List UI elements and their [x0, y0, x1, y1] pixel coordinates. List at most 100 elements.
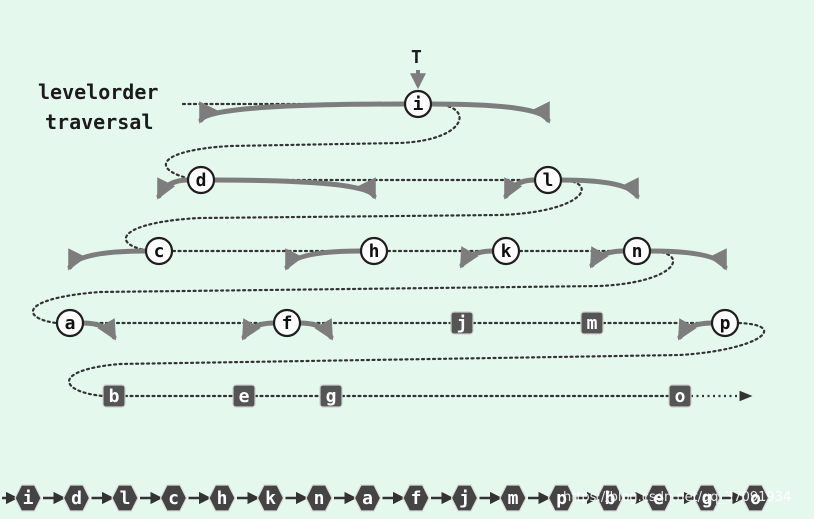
tree-nodes: i d l c h k n a f j m p b e g o — [55, 89, 740, 408]
root-pointer-label: T — [411, 47, 422, 68]
seq-hex-c — [159, 484, 188, 512]
node-h-circle — [359, 236, 389, 266]
node-d-circle — [186, 165, 216, 195]
seq-hex-n — [305, 484, 333, 512]
node-m: m — [580, 311, 604, 335]
node-b: b — [102, 384, 126, 408]
node-m-label: m — [587, 313, 598, 334]
seq-hex-d — [62, 484, 91, 512]
node-e-label: e — [239, 386, 250, 407]
node-j-label: j — [457, 313, 468, 334]
seq-label-h: h — [217, 488, 228, 509]
node-a: a — [55, 308, 85, 338]
node-k: k — [491, 236, 521, 266]
seq-label-n: n — [314, 488, 325, 509]
seq-label-k: k — [265, 488, 276, 509]
traversal-title-line-2: traversal — [45, 110, 154, 134]
edge-f-g — [297, 318, 334, 341]
seq-label-j: j — [459, 488, 470, 509]
node-j-square — [450, 311, 474, 335]
node-i-label: i — [413, 94, 424, 115]
node-n: n — [622, 236, 652, 266]
node-b-label: b — [109, 386, 120, 407]
node-f-label: f — [282, 313, 293, 334]
seq-item-p: p — [547, 484, 576, 512]
node-c: c — [144, 236, 174, 266]
node-g-label: g — [326, 386, 337, 407]
edge-d-h — [211, 177, 377, 200]
node-o-square — [668, 384, 692, 408]
node-j: j — [450, 311, 474, 335]
edge-l-n — [558, 177, 640, 200]
node-c-circle — [144, 236, 174, 266]
seq-label-d: d — [71, 488, 82, 509]
node-i: i — [403, 89, 433, 119]
node-p-label: p — [720, 313, 731, 334]
edge-c-a — [67, 248, 149, 271]
seq-item-m: m — [499, 484, 527, 512]
edge-a-b — [80, 318, 117, 341]
seq-hex-i — [14, 484, 42, 512]
seq-label-b: b — [605, 488, 616, 509]
node-o-label: o — [675, 386, 686, 407]
seq-hex-l — [111, 484, 139, 512]
seq-item-k: k — [256, 484, 285, 512]
edge-n-p — [647, 248, 728, 271]
seq-item-h: h — [208, 484, 236, 512]
seq-label-i: i — [23, 488, 34, 509]
seq-item-b: b — [596, 484, 624, 512]
node-o: o — [668, 384, 692, 408]
edge-i-l — [428, 101, 551, 124]
node-h-label: h — [369, 241, 380, 262]
seq-hex-f — [402, 484, 430, 512]
seq-hex-o — [741, 484, 770, 512]
node-a-label: a — [65, 313, 76, 334]
seq-hex-k — [256, 484, 285, 512]
edge-d-c — [156, 177, 191, 200]
node-n-label: n — [632, 241, 643, 262]
seq-item-e: e — [644, 484, 673, 512]
seq-item-i: i — [14, 484, 42, 512]
node-m-square — [580, 311, 604, 335]
seq-hex-h — [208, 484, 236, 512]
seq-hex-a — [353, 484, 382, 512]
seq-hex-j — [450, 484, 479, 512]
edge-k-j — [459, 246, 496, 269]
node-e-square — [232, 384, 256, 408]
traversal-title-line-1: levelorder — [38, 80, 159, 104]
node-p-circle — [710, 308, 740, 338]
seq-item-a: a — [353, 484, 382, 512]
tree-edges — [67, 101, 728, 341]
seq-label-c: c — [168, 488, 179, 509]
node-g-square — [319, 384, 343, 408]
edge-f-e — [241, 318, 277, 341]
node-k-label: k — [501, 241, 512, 262]
seq-hex-g — [693, 484, 721, 512]
edge-p-o — [677, 318, 715, 341]
edge-i-d — [198, 101, 408, 124]
seq-label-l: l — [120, 488, 131, 509]
seq-label-p: p — [556, 488, 567, 509]
seq-label-a: a — [362, 488, 373, 509]
seq-hex-b — [596, 484, 624, 512]
seq-item-f: f — [402, 484, 430, 512]
seq-label-o: o — [750, 488, 761, 509]
seq-label-m: m — [508, 488, 519, 509]
node-b-square — [102, 384, 126, 408]
node-f-circle — [272, 308, 302, 338]
seq-item-c: c — [159, 484, 188, 512]
watermark: https://blog.csdn.net/qq_37091934 — [563, 490, 792, 505]
seq-hex-m — [499, 484, 527, 512]
node-h: h — [359, 236, 389, 266]
node-p: p — [710, 308, 740, 338]
node-l: l — [533, 165, 563, 195]
node-l-label: l — [543, 170, 554, 191]
node-l-circle — [533, 165, 563, 195]
node-d: d — [186, 165, 216, 195]
node-e: e — [232, 384, 256, 408]
seq-item-g: g — [693, 484, 721, 512]
node-a-circle — [55, 308, 85, 338]
seq-hex-e — [644, 484, 673, 512]
